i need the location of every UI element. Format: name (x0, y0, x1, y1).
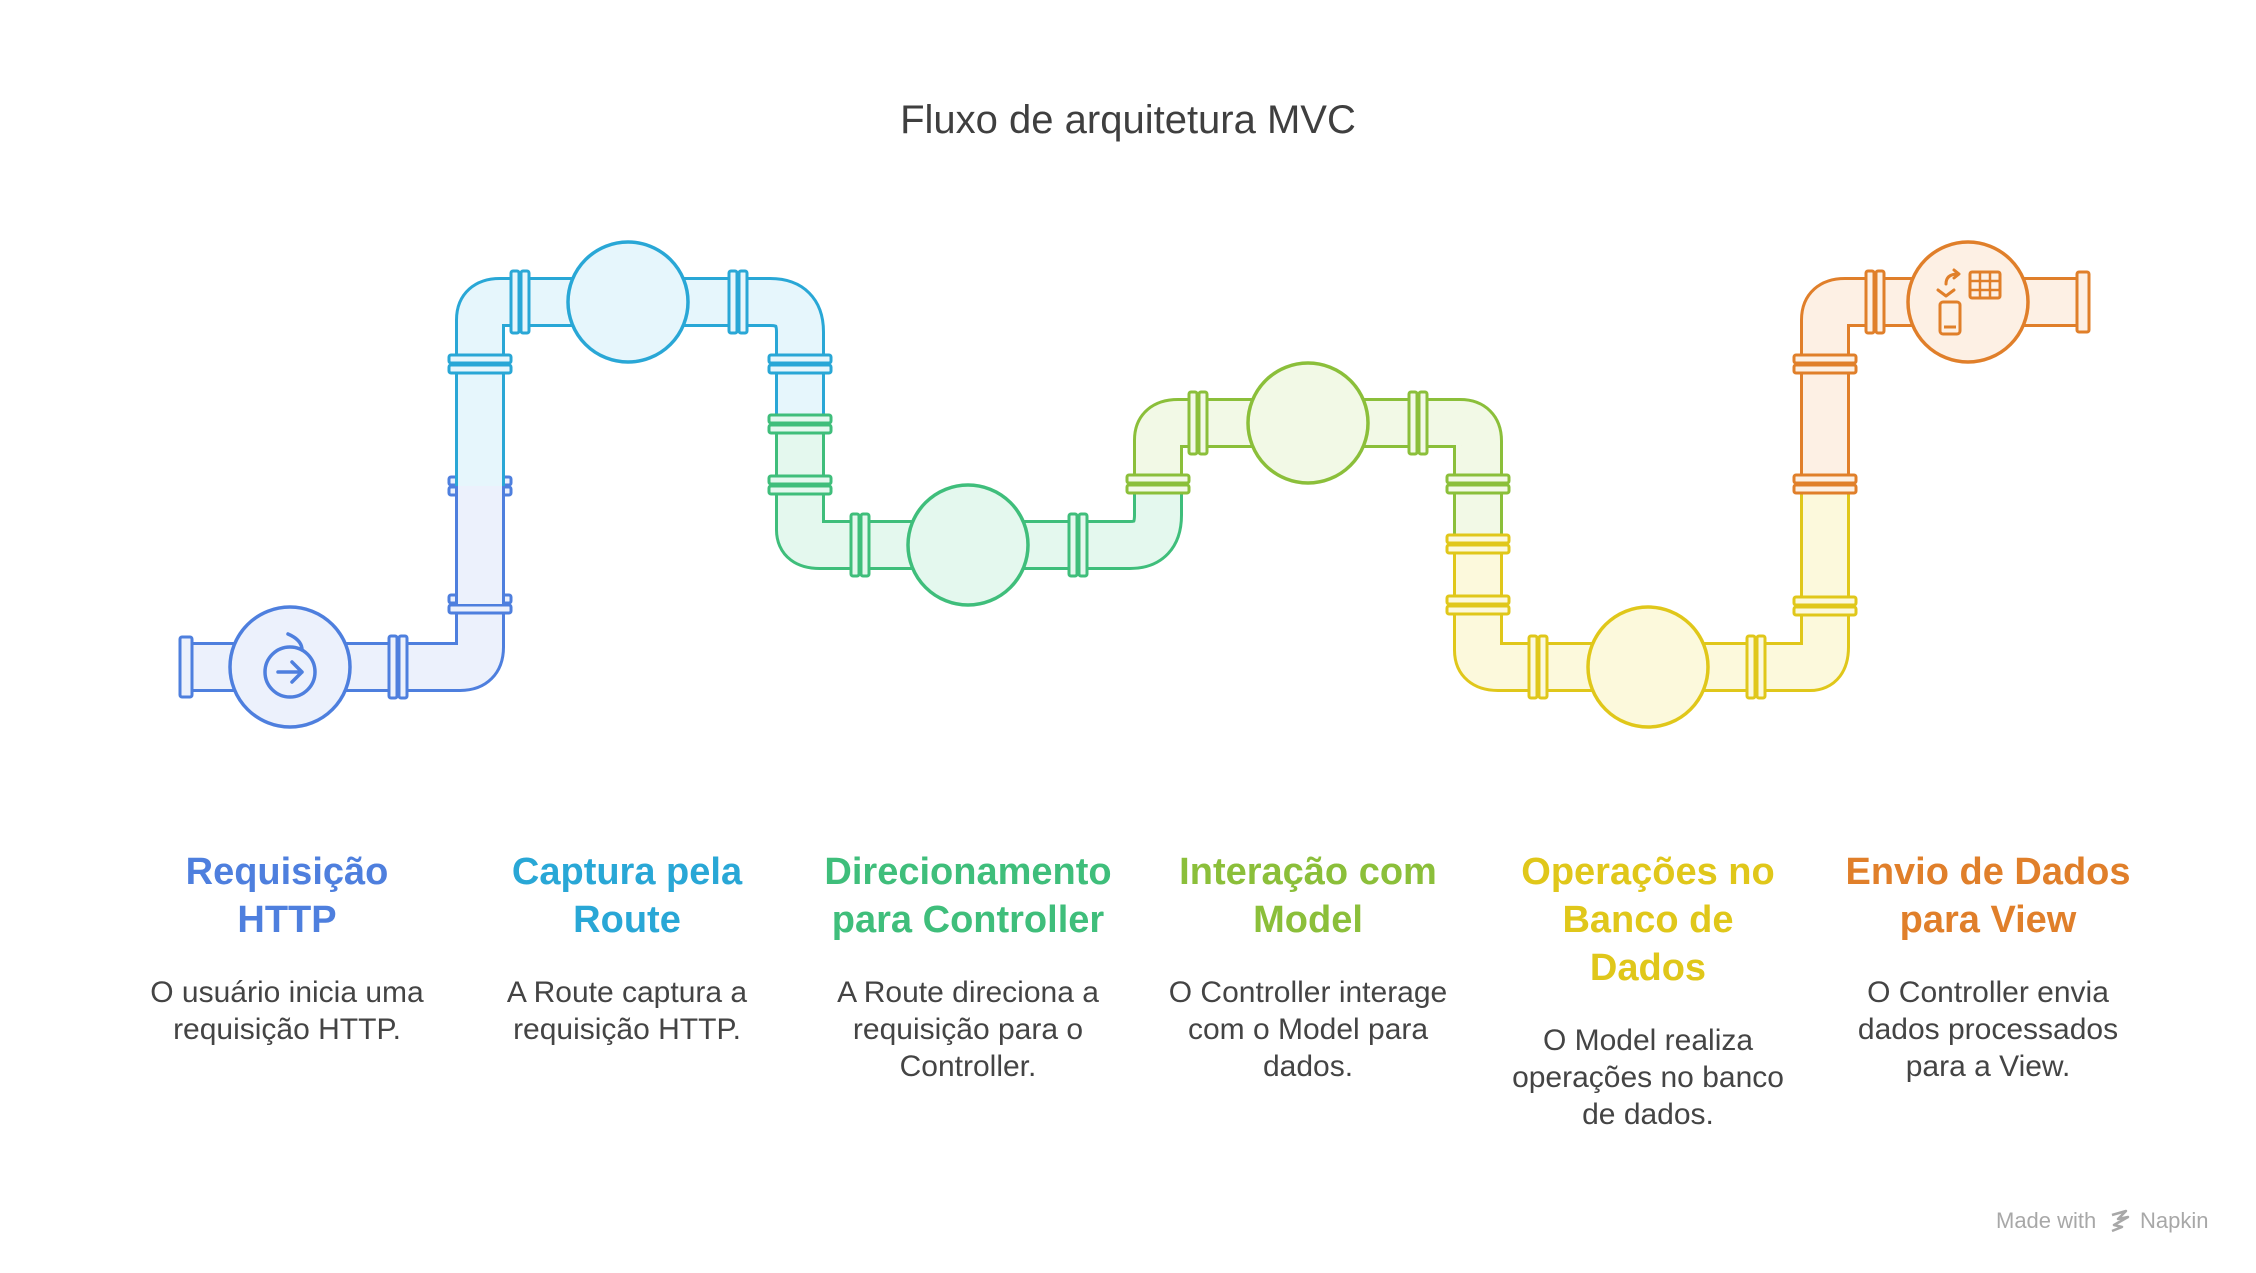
flange-5d (1745, 634, 1767, 700)
step-2-title-line: Captura pela (512, 851, 743, 893)
flange-2b (509, 269, 531, 335)
step-6-title-line: para View (1900, 899, 2077, 941)
step-2-title-line: Route (573, 899, 681, 941)
pipe-segment-6 (1800, 277, 2085, 486)
flange-4b (1187, 390, 1209, 456)
flange-2c (727, 269, 749, 335)
step-6-desc-line: O Controller envia (1867, 976, 2109, 1009)
data-transfer-icon (1936, 268, 2002, 336)
flange-5e (1792, 595, 1858, 617)
step-node-6 (1906, 240, 2030, 364)
step-3-desc-line: Controller. (900, 1050, 1037, 1083)
step-5-desc-line: O Model realiza (1543, 1024, 1753, 1057)
step-4-title-line: Model (1253, 899, 1363, 941)
flange-6b (1792, 353, 1858, 375)
flange-4c (1407, 390, 1429, 456)
flange-5a (1445, 533, 1511, 555)
step-3-title-line: Direcionamento (824, 851, 1111, 893)
flange-6a (1792, 473, 1858, 495)
flange-1c (387, 634, 409, 700)
flange-6c (1864, 269, 1886, 335)
flange-3d (1067, 512, 1089, 578)
step-5-desc-line: operações no banco (1512, 1061, 1784, 1094)
napkin-brand-label: Napkin (2140, 1208, 2208, 1233)
pipe-end-cap-right (2075, 270, 2091, 334)
step-node-2 (566, 240, 690, 364)
made-with-napkin-badge[interactable]: Made with Napkin (1996, 1208, 2208, 1233)
step-1-title-line: Requisição (186, 851, 389, 893)
step-3-label: Direcionamento para Controller A Route dir… (824, 851, 1111, 1083)
step-2-desc-line: A Route captura a (507, 976, 747, 1009)
step-6-desc-line: para a View. (1906, 1050, 2071, 1083)
step-4-desc-line: com o Model para (1188, 1013, 1428, 1046)
step-1-desc-line: requisição HTTP. (173, 1013, 401, 1046)
page-title: Fluxo de arquitetura MVC (900, 98, 1356, 142)
flange-5b (1445, 594, 1511, 616)
step-2-desc-line: requisição HTTP. (513, 1013, 741, 1046)
flange-4a (1125, 473, 1191, 495)
step-1-desc-line: O usuário inicia uma (150, 976, 424, 1009)
step-node-5 (1586, 605, 1710, 729)
flange-2a (447, 353, 513, 375)
step-1-title-line: HTTP (237, 899, 336, 941)
flange-3b (767, 474, 833, 496)
pipe-segment-1-body (182, 600, 502, 689)
step-4-title-line: Interação com (1179, 851, 1437, 893)
pipe-segment-1 (182, 600, 505, 692)
step-5-desc-line: de dados. (1582, 1098, 1714, 1131)
pipe-end-cap-left (178, 635, 194, 699)
step-5-label: Operações no Banco de Dados O Model realiza… (1512, 851, 1784, 1131)
made-with-label: Made with (1996, 1208, 2096, 1233)
step-5-title-line: Operações no (1521, 851, 1774, 893)
step-6-label: Envio de Dados para View O Controller envi… (1845, 851, 2130, 1083)
step-3-desc-line: A Route direciona a (837, 976, 1099, 1009)
step-4-desc-line: O Controller interage (1169, 976, 1447, 1009)
flange-3c (849, 512, 871, 578)
step-5-title-line: Banco de (1562, 899, 1733, 941)
step-4-desc-line: dados. (1263, 1050, 1353, 1083)
step-6-desc-line: dados processados (1858, 1013, 2118, 1046)
step-node-1 (228, 605, 352, 729)
pipeline (178, 240, 2091, 729)
napkin-logo-icon (2111, 1209, 2130, 1233)
step-3-desc-line: requisição para o (853, 1013, 1083, 1046)
flange-4d (1445, 473, 1511, 495)
step-5-title-line: Dados (1590, 947, 1706, 989)
flange-3a (767, 413, 833, 435)
flange-5c (1527, 634, 1549, 700)
step-6-title-line: Envio de Dados (1845, 851, 2130, 893)
step-node-4 (1246, 361, 1370, 485)
flange-2d (767, 353, 833, 375)
step-3-title-line: para Controller (832, 899, 1105, 941)
arrow-right-circle-icon (263, 632, 317, 699)
step-node-3 (906, 483, 1030, 607)
pipe-segment-6-body (1803, 280, 2085, 486)
